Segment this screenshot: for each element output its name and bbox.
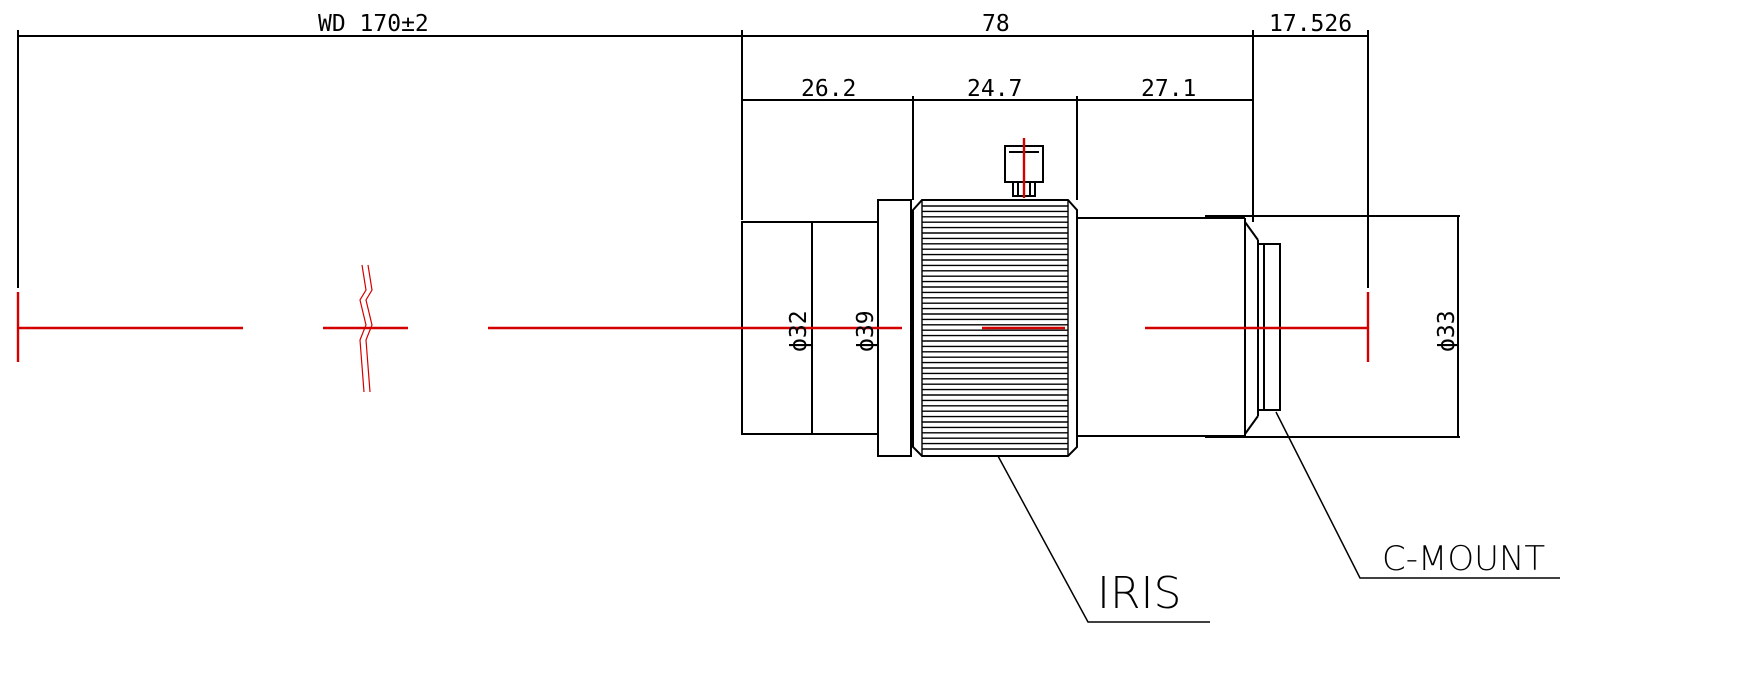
rear-section-label: 27.1 xyxy=(1141,76,1196,102)
lens-body xyxy=(741,145,1460,457)
dimension-lines xyxy=(17,30,1369,288)
diameter-mount-label: ϕ33 xyxy=(1434,310,1460,352)
iris-section-label: 24.7 xyxy=(967,76,1022,102)
diameter-iris-label: ϕ39 xyxy=(853,310,879,352)
diameter-front-label: ϕ32 xyxy=(786,310,812,352)
callout-leaders xyxy=(997,411,1560,623)
working-distance-label: WD 170±2 xyxy=(318,11,429,37)
optical-axis xyxy=(16,138,1370,362)
front-section-label: 26.2 xyxy=(801,76,856,102)
break-symbol xyxy=(359,264,373,393)
total-length-label: 78 xyxy=(982,11,1010,37)
iris-knurling xyxy=(921,200,1069,456)
c-mount-callout-label: C-MOUNT xyxy=(1382,539,1545,579)
iris-callout-label: IRIS xyxy=(1097,568,1181,619)
flange-back-label: 17.526 xyxy=(1269,11,1352,37)
